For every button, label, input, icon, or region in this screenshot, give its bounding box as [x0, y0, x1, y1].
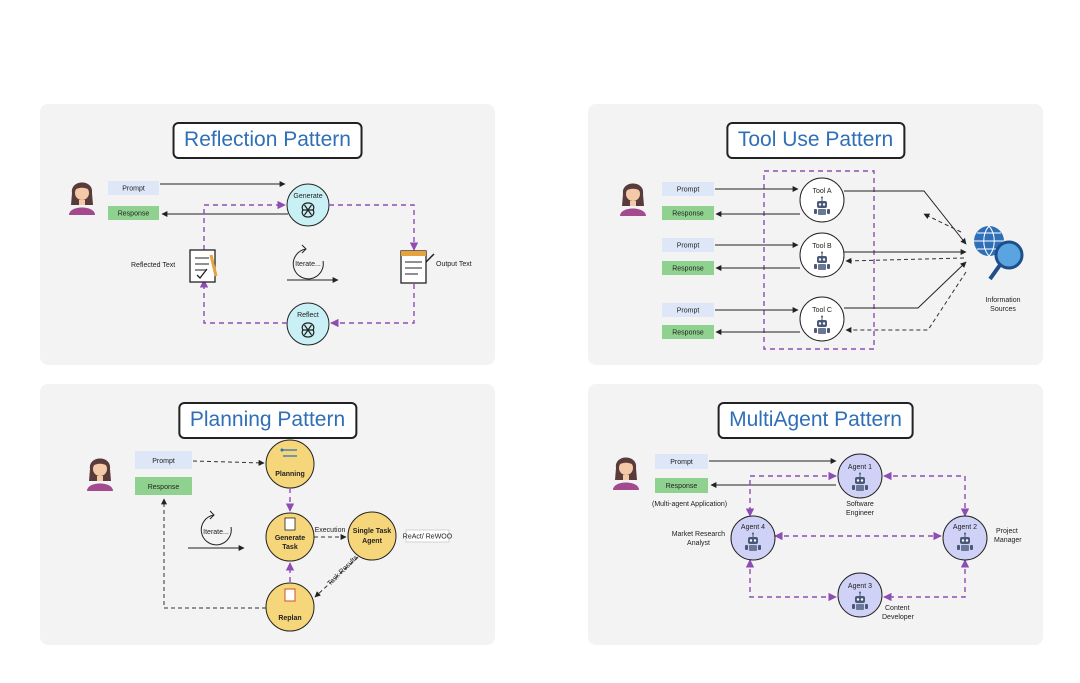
response-box: Response — [655, 478, 708, 493]
agent-1-label: Agent 1 — [848, 464, 872, 471]
tool-b-label: Tool B — [812, 243, 832, 250]
agent-3-role: Content — [885, 605, 910, 612]
agent-4-label: Agent 4 — [741, 524, 765, 531]
response-label: Response — [118, 211, 150, 218]
tool-row-b: Prompt Response Tool B — [662, 232, 845, 278]
iterate-label: Iterate... — [295, 261, 321, 268]
tool-use-pattern-panel: Tool Use Pattern Prompt Response Tool A … — [588, 104, 1043, 365]
agent-3-node: Agent 3 — [837, 572, 883, 618]
response-label: Response — [666, 483, 698, 490]
prompt-label: Prompt — [670, 459, 693, 466]
agent-2-role: Project — [996, 528, 1018, 535]
reflect-label: Reflect — [297, 312, 319, 319]
multi-agent-application-label: (Multi-agent Application) — [652, 501, 727, 508]
output-text-label: Output Text — [436, 261, 472, 268]
agent-4-role-line2: Analyst — [687, 540, 710, 547]
agent-3-label: Agent 3 — [848, 583, 872, 590]
agent-2-label: Agent 2 — [953, 524, 977, 531]
response-label: Response — [148, 484, 180, 491]
single-task-agent-label: Single Task — [353, 528, 391, 535]
user-avatar-icon — [613, 457, 639, 490]
response-box: Response — [135, 477, 192, 495]
agent-2-node: Agent 2 — [942, 515, 988, 561]
task-results-label: Task Results — [326, 554, 359, 587]
tool-c-label: Tool C — [812, 307, 832, 314]
iterate-label: Iterate... — [203, 529, 229, 536]
tool-row-c: Prompt Response Tool C — [662, 296, 845, 342]
generate-task-node: Generate Task — [265, 512, 315, 562]
response-box: Response — [108, 206, 159, 220]
output-text-doc-icon — [400, 250, 435, 284]
planning-node: Planning — [265, 439, 315, 489]
generate-task-label: Generate — [275, 535, 305, 542]
tool-row-a: Prompt Response Tool A — [662, 177, 845, 223]
agent-4-node: Agent 4 — [730, 515, 776, 561]
response-label: Response — [672, 330, 704, 337]
prompt-box: Prompt — [108, 181, 159, 195]
iterate-loop-icon: Iterate... — [287, 244, 339, 283]
prompt-label: Prompt — [677, 187, 700, 194]
agent-4-role: Market Research — [672, 531, 725, 538]
information-sources-label-line2: Sources — [990, 306, 1016, 313]
replan-node: Replan — [265, 582, 315, 632]
user-avatar-icon — [69, 182, 95, 215]
agent-3-role-line2: Developer — [882, 614, 915, 621]
generate-label: Generate — [293, 193, 322, 200]
prompt-label: Prompt — [122, 186, 145, 193]
user-avatar-icon — [87, 458, 113, 491]
reflected-text-doc-icon — [189, 249, 218, 283]
prompt-box: Prompt — [135, 451, 192, 469]
user-avatar-icon — [620, 183, 646, 216]
reflection-pattern-title: Reflection Pattern — [172, 122, 363, 159]
agent-1-role: Software — [846, 501, 874, 508]
single-task-agent-node: Single Task Agent — [347, 511, 397, 561]
response-label: Response — [672, 211, 704, 218]
agent-1-role-line2: Engineer — [846, 510, 875, 517]
replan-label: Replan — [278, 615, 301, 622]
execution-label: Execution — [315, 527, 346, 534]
multiagent-pattern-title: MultiAgent Pattern — [717, 402, 914, 439]
reflect-node: Reflect — [286, 302, 330, 346]
information-sources-icon — [974, 225, 1024, 281]
planning-pattern-panel: Planning Pattern Prompt Response Plannin… — [40, 384, 495, 645]
generate-node: Generate — [286, 183, 330, 227]
iterate-loop-icon: Iterate... — [188, 510, 245, 551]
prompt-box: Prompt — [655, 454, 708, 469]
generate-task-label-line2: Task — [282, 544, 298, 551]
prompt-label: Prompt — [152, 458, 175, 465]
agent-1-node: Agent 1 — [837, 453, 883, 499]
multiagent-pattern-panel: MultiAgent Pattern Prompt Response (Mult… — [588, 384, 1043, 645]
response-label: Response — [672, 266, 704, 273]
planning-label: Planning — [275, 471, 305, 478]
planning-pattern-title: Planning Pattern — [177, 402, 358, 439]
react-rewoo-label: ReAct/ ReWOO — [403, 534, 453, 541]
reflection-pattern-panel: Reflection Pattern Prompt Response Gener… — [40, 104, 495, 365]
agent-2-role-line2: Manager — [994, 537, 1022, 544]
tool-use-pattern-title: Tool Use Pattern — [725, 122, 906, 159]
react-rewoo-badge: ReAct/ ReWOO — [403, 529, 453, 543]
single-task-agent-label-line2: Agent — [362, 538, 383, 545]
prompt-label: Prompt — [677, 243, 700, 250]
information-sources-label: Information — [985, 297, 1020, 304]
reflected-text-label: Reflected Text — [131, 262, 175, 269]
prompt-label: Prompt — [677, 308, 700, 315]
tool-a-label: Tool A — [812, 188, 831, 195]
